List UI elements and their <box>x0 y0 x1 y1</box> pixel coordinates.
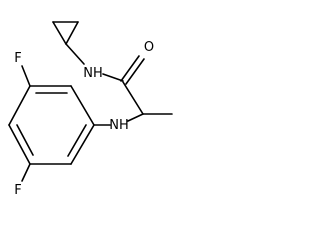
bond-ring-fluorine-bottom <box>21 163 31 182</box>
bond-carbonyl-alpha <box>122 81 144 115</box>
oxygen-label: O <box>144 40 154 55</box>
ring-bond <box>70 124 95 165</box>
carbonyl-double-bond <box>125 58 145 85</box>
cyclopropyl-bond <box>65 21 79 45</box>
amide-nh-label: NH <box>83 66 103 81</box>
carbonyl-double-bond <box>120 55 140 82</box>
bond-ring-fluorine-top <box>21 65 31 87</box>
fluorine-bottom-label: F <box>14 183 21 198</box>
bond-cyclopropyl-nh <box>65 43 85 65</box>
bond-alpha-nh <box>127 113 144 122</box>
ring-bond <box>8 124 31 165</box>
ring-inner-double-bond <box>67 124 87 157</box>
bond-nh-carbonyl <box>102 73 124 82</box>
ring-bond <box>8 85 31 126</box>
amine-nh-label: NH <box>109 118 129 133</box>
ring-inner-double-bond <box>16 124 34 156</box>
ring-bond <box>70 85 95 126</box>
chemical-structure-diagram: O NH NH F F <box>8 21 173 198</box>
cyclopropyl-bond <box>52 21 67 45</box>
fluorine-top-label: F <box>14 51 21 66</box>
